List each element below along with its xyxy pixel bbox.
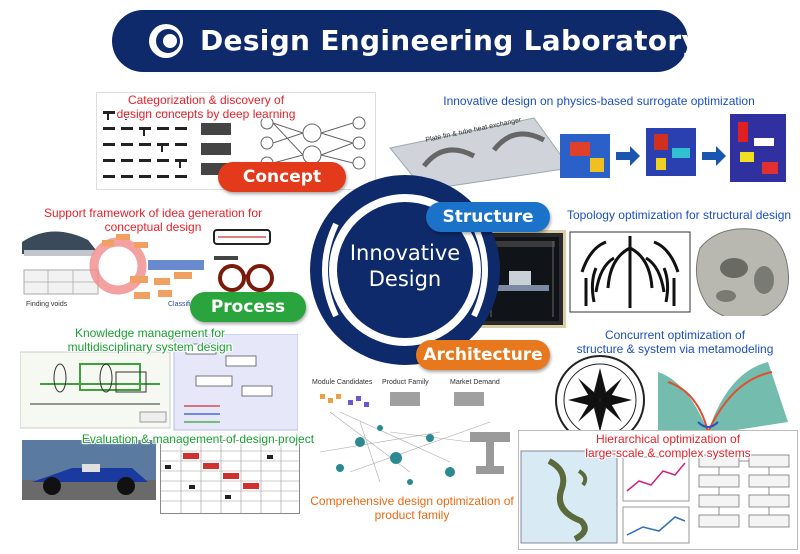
topic-line: design concepts by deep learning bbox=[116, 107, 296, 121]
topic-line: Hierarchical optimization of bbox=[595, 432, 741, 446]
topic-idea-generation: Support framework of idea generation for… bbox=[36, 206, 270, 234]
project-matrix-figure bbox=[160, 440, 300, 514]
hierarchical-figure bbox=[518, 430, 798, 550]
topic-line: Categorization & discovery of bbox=[127, 93, 285, 107]
topic-line: multidisciplinary system design bbox=[67, 340, 233, 354]
header-banner: Design Engineering Laboratory bbox=[112, 10, 700, 72]
topic-line: Topology optimization for structural des… bbox=[566, 208, 792, 222]
topic-line: Knowledge management for bbox=[74, 326, 226, 340]
topic-concept-discovery: Categorization & discovery of design con… bbox=[108, 93, 304, 121]
topic-knowledge: Knowledge management for multidisciplina… bbox=[46, 326, 254, 354]
page-title: Design Engineering Laboratory bbox=[200, 24, 701, 57]
market-demand-label: Market Demand bbox=[450, 379, 500, 386]
topology-figure bbox=[566, 218, 794, 320]
topic-line: Innovative design on physics-based surro… bbox=[443, 94, 755, 108]
product-family-figure: Module Candidates Product Family Market … bbox=[300, 372, 520, 498]
topic-topology: Topology optimization for structural des… bbox=[562, 208, 796, 222]
finding-voids-label: Finding voids bbox=[26, 301, 68, 308]
topic-physics-surrogate: Innovative design on physics-based surro… bbox=[434, 94, 764, 108]
category-concept[interactable]: Concept bbox=[218, 162, 346, 192]
topic-concurrent: Concurrent optimization of structure & s… bbox=[566, 328, 784, 356]
idea-generation-figure: Finding voids Classification bbox=[18, 220, 280, 316]
classification-label: Classification bbox=[168, 301, 209, 308]
center-text-line2: Design bbox=[368, 267, 442, 291]
category-process[interactable]: Process bbox=[190, 292, 306, 322]
topic-line: conceptual design bbox=[104, 220, 202, 234]
topic-line: Comprehensive design optimization of bbox=[310, 494, 514, 508]
topic-line: Concurrent optimization of bbox=[604, 328, 746, 342]
topic-line: product family bbox=[374, 508, 450, 522]
product-family-label: Product Family bbox=[382, 379, 429, 386]
topic-product-family: Comprehensive design optimization of pro… bbox=[296, 494, 528, 522]
category-structure[interactable]: Structure bbox=[426, 202, 550, 232]
knowledge-figure bbox=[19, 333, 299, 432]
category-architecture[interactable]: Architecture bbox=[416, 340, 550, 370]
topic-hierarchical: Hierarchical optimization of large-scale… bbox=[568, 432, 768, 460]
surrogate-figure: Plate fin & tube heat exchanger bbox=[384, 108, 798, 194]
concurrent-figure bbox=[548, 352, 798, 448]
topic-evaluation: Evaluation & management of design projec… bbox=[72, 432, 324, 446]
topic-line: Evaluation & management of design projec… bbox=[81, 432, 315, 446]
lab-logo-icon bbox=[149, 24, 183, 58]
module-candidates-label: Module Candidates bbox=[312, 379, 373, 386]
center-text-line1: Innovative bbox=[349, 241, 461, 265]
topic-line: Support framework of idea generation for bbox=[43, 206, 263, 220]
center-ring bbox=[310, 175, 500, 365]
topic-line: large-scale & complex systems bbox=[585, 446, 751, 460]
center-text: Innovative Design bbox=[300, 240, 510, 292]
race-car-photo bbox=[22, 440, 156, 500]
topic-line: structure & system via metamodeling bbox=[576, 342, 774, 356]
